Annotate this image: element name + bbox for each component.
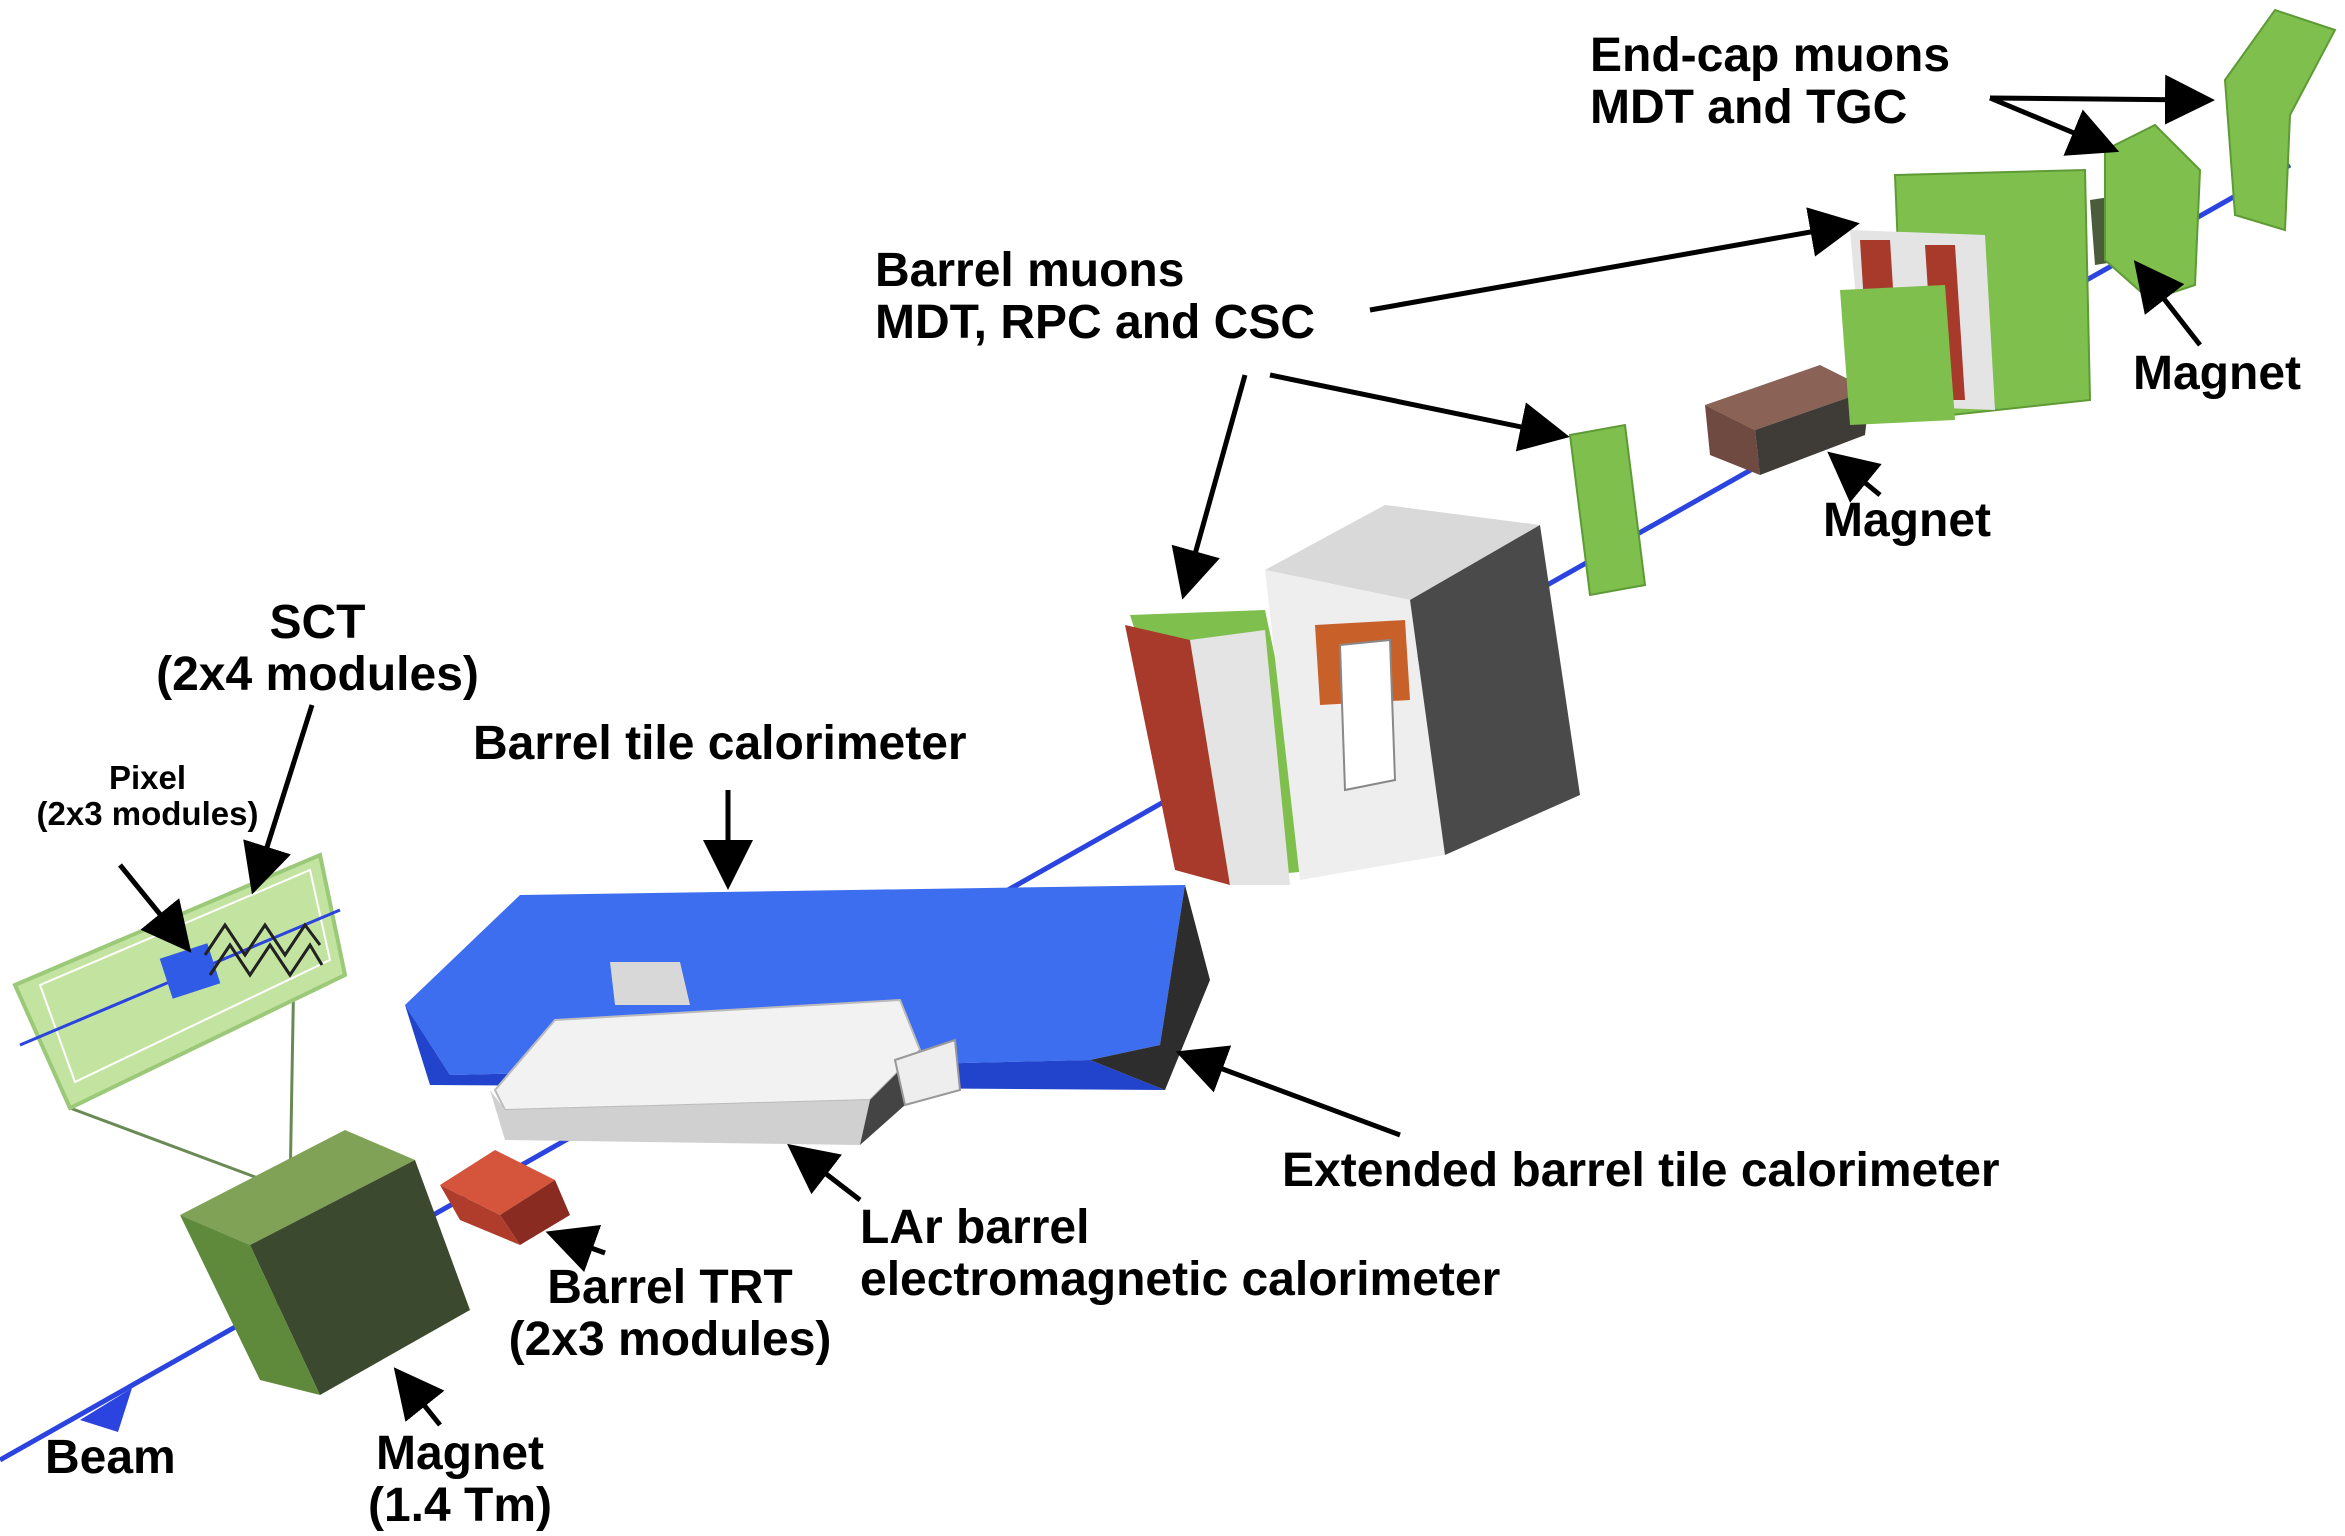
sct-modules [203,922,324,978]
endcap-muon-wheels [2104,8,2337,302]
label-endcap-muons-line1: End-cap muons [1590,29,1951,82]
label-sct-line1: SCT [269,596,366,649]
label-magnet-near: Magnet (1.4 Tm) [355,1428,565,1532]
arrow-barrel-muon-endcap [1369,207,1860,313]
arrow-sct [243,704,315,895]
arrow-mid-magnet [1827,451,1882,503]
label-lar: LAr barrel electromagnetic calorimeter [860,1202,1500,1306]
pointer-arrows [118,74,2215,1427]
label-magnet-near-line1: Magnet [376,1427,544,1480]
label-trt-line1: Barrel TRT [547,1261,793,1314]
label-trt: Barrel TRT (2x3 modules) [495,1262,845,1366]
barrel-muon-panels [1125,610,1320,885]
arrow-pixel [118,863,192,953]
label-beam: Beam [45,1431,176,1484]
arrow-extended-tile [1175,1045,1401,1138]
label-barrel-tile: Barrel tile calorimeter [473,717,967,770]
arrow-lar [787,1143,862,1202]
label-endcap-muons-line2: MDT and TGC [1590,80,1908,134]
barrel-trt [440,1150,570,1245]
barrel-muon-small [1568,423,1647,597]
label-pixel-line1: Pixel [108,759,187,796]
label-magnet-mid: Magnet [1823,494,1991,547]
label-barrel-muons-line2: MDT, RPC and CSC [875,295,1316,349]
arrow-barrel-muon-panels [1171,374,1248,600]
label-magnet-near-line2: (1.4 Tm) [367,1478,553,1532]
lar-barrel [490,998,962,1145]
endcap-muon-stack [1840,168,2092,425]
label-barrel-muons-line1: Barrel muons [875,244,1185,297]
arrow-far-magnet [2133,260,2202,347]
label-lar-line2: electromagnetic calorimeter [860,1252,1501,1306]
beam-arrowhead [80,1388,132,1432]
label-lar-line1: LAr barrel [860,1201,1090,1254]
label-sct: SCT (2x4 modules) [145,597,490,701]
pixel-module [159,943,221,999]
label-magnet-far: Magnet [2133,347,2301,400]
label-barrel-muons: Barrel muons MDT, RPC and CSC [875,245,1315,349]
label-pixel: Pixel (2x3 modules) [15,760,280,831]
inner-tracker [12,852,348,1192]
arrow-trt [545,1225,606,1273]
magnet-near [180,1130,470,1395]
label-endcap-muons: End-cap muons MDT and TGC [1590,30,1950,134]
arrow-endcap-front [1989,95,2120,156]
label-pixel-line2: (2x3 modules) [36,794,259,832]
label-sct-line2: (2x4 modules) [156,647,479,701]
arrow-endcap-rear [1989,74,2215,125]
label-trt-line2: (2x3 modules) [508,1312,832,1366]
magnet-mid [1705,365,1870,475]
arrow-near-magnet [393,1367,445,1427]
arrow-barrel-muon-small [1269,372,1570,452]
label-extended-tile: Extended barrel tile calorimeter [1282,1144,2000,1197]
shield-block [1265,505,1580,880]
